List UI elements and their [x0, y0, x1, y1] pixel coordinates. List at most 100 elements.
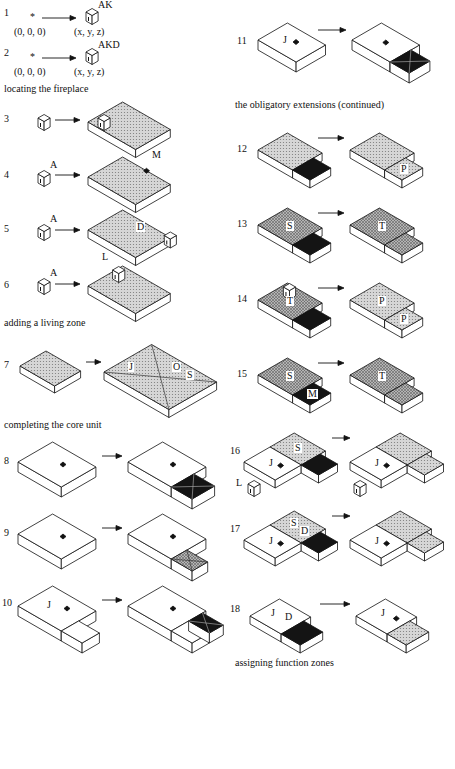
rule-number: 15 — [237, 369, 247, 379]
top-face — [88, 210, 170, 258]
zone-letter: L — [236, 478, 242, 488]
fireplace-marker — [383, 40, 389, 45]
zone-letter: J — [268, 458, 274, 468]
top-face — [350, 525, 407, 558]
zone-letter: P — [378, 296, 386, 306]
zone-letter: D — [136, 222, 145, 232]
top-face — [387, 621, 429, 645]
zone-letter: S — [294, 443, 302, 453]
fireplace-mark — [100, 123, 101, 127]
top-face — [350, 447, 407, 480]
top-face — [18, 442, 96, 487]
rule-arrow — [318, 138, 339, 139]
marker-label: AKD — [98, 40, 120, 50]
marker-label: AK — [98, 0, 112, 10]
arrow-head — [344, 602, 350, 607]
top-face — [248, 481, 260, 488]
rule-number: 17 — [230, 524, 240, 534]
zone-letter: J — [282, 35, 288, 45]
top-face — [244, 525, 301, 558]
top-face — [86, 49, 98, 56]
rule-arrow — [102, 456, 117, 457]
rule-arrow — [102, 528, 117, 529]
zone-letter: S — [186, 370, 194, 380]
fireplace-marker — [384, 541, 390, 546]
top-face — [88, 102, 170, 150]
rule-number: 7 — [4, 360, 9, 370]
top-face — [283, 284, 295, 291]
arrow-head — [116, 598, 122, 603]
fireplace-mark — [88, 17, 89, 21]
fireplace-mark — [356, 489, 357, 493]
zone-letter: S — [290, 518, 298, 528]
top-face — [281, 621, 323, 645]
coordinate-label: (0, 0, 0) — [14, 27, 46, 37]
zone-letter: D — [300, 526, 309, 536]
rule-arrow — [55, 120, 75, 121]
rule-arrow — [318, 30, 341, 31]
fireplace-mark — [40, 287, 41, 291]
rule-number: 3 — [4, 114, 9, 124]
fireplace-marker — [64, 606, 70, 611]
top-face — [88, 157, 170, 205]
zone-letter: S — [286, 221, 294, 231]
fireplace-mark — [115, 275, 116, 279]
top-face — [38, 225, 50, 232]
fireplace-marker — [170, 462, 176, 467]
top-face — [385, 383, 423, 405]
arrow-head — [338, 286, 344, 291]
zone-letter: A — [50, 268, 57, 278]
fireplace-mark — [40, 179, 41, 183]
zone-letter: J — [380, 608, 386, 618]
zone-letter: L — [102, 252, 108, 262]
top-face — [38, 115, 50, 122]
fireplace-marker — [170, 534, 176, 539]
top-face — [293, 308, 331, 330]
rule-number: 11 — [237, 36, 247, 46]
arrow-head — [338, 361, 344, 366]
rule-number: 6 — [4, 280, 9, 290]
section-caption: the obligatory extensions (continued) — [235, 100, 384, 110]
rule-arrow — [102, 600, 117, 601]
top-face — [38, 171, 50, 178]
zone-letter: J — [374, 458, 380, 468]
top-face — [88, 266, 170, 314]
arrow-head — [74, 118, 80, 123]
fireplace-marker — [278, 463, 284, 468]
arrow-head — [116, 454, 122, 459]
arrow-head — [74, 228, 80, 233]
arrow-head — [344, 436, 350, 441]
zone-letter: O — [172, 362, 181, 372]
zone-letter: J — [268, 536, 274, 546]
rule-number: 4 — [4, 170, 9, 180]
zone-letter: T — [286, 296, 294, 306]
arrow-head — [74, 282, 80, 287]
fireplace-marker — [278, 541, 284, 546]
top-face — [171, 474, 214, 499]
start-symbol: * — [30, 12, 35, 22]
zone-letter: T — [378, 371, 386, 381]
rule-number: 12 — [237, 144, 247, 154]
zone-letter: A — [50, 214, 57, 224]
fireplace-marker — [293, 40, 299, 45]
rule-arrow — [55, 175, 75, 176]
rule-number: 5 — [4, 224, 9, 234]
zone-letter: J — [46, 600, 52, 610]
rule-number: 13 — [237, 219, 247, 229]
zone-letter: M — [152, 150, 161, 160]
top-face — [407, 454, 443, 475]
top-face — [98, 115, 110, 122]
rule-arrow — [318, 213, 339, 214]
arrow-head — [344, 514, 350, 519]
fireplace-mark — [250, 489, 251, 493]
rule-number: 1 — [4, 8, 9, 18]
fireplace-marker — [60, 534, 66, 539]
fireplace-mark — [166, 241, 167, 245]
rule-number: 10 — [2, 598, 12, 608]
coordinate-label: (0, 0, 0) — [14, 67, 46, 77]
fireplace-marker — [170, 606, 176, 611]
fireplace-mark — [88, 57, 89, 61]
top-face — [293, 158, 331, 180]
zone-letter: P — [400, 164, 408, 174]
